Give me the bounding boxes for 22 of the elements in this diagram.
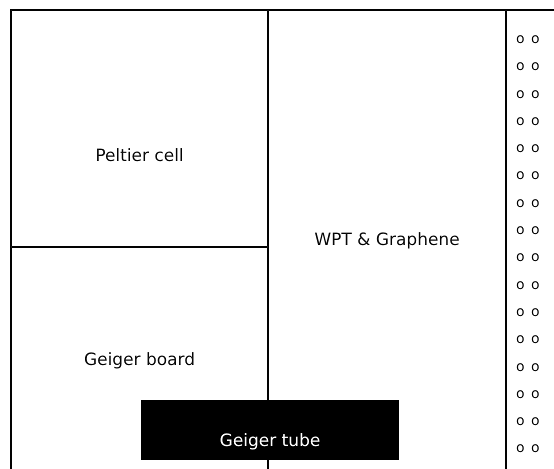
pin-pair: o o — [516, 30, 541, 49]
pin-pair: o o — [516, 302, 541, 322]
section-label: Geiger tube — [218, 431, 322, 451]
section-label: Geiger board — [82, 350, 196, 370]
section-label: Peltier cell — [94, 146, 185, 166]
enclosure-outline — [10, 9, 554, 469]
pin-pair: o o — [516, 112, 541, 131]
pin-pair: o o — [516, 330, 541, 350]
tube-block — [141, 400, 399, 460]
section-label: WPT & Graphene — [313, 230, 461, 250]
pin-pair: o o — [516, 439, 541, 458]
pin-pair: o o — [516, 276, 541, 295]
pin-pair: o o — [516, 412, 541, 432]
pin-pair: o o — [516, 358, 541, 377]
pin-pair: o o — [516, 221, 541, 240]
pin-pair: o o — [516, 84, 541, 104]
pin-pair: o o — [516, 139, 541, 158]
pin-pair: o o — [516, 194, 541, 213]
pin-pair: o o — [516, 57, 541, 76]
pin-pair: o o — [516, 166, 541, 186]
pin-pair: o o — [516, 248, 541, 268]
pin-pair: o o — [516, 384, 541, 404]
